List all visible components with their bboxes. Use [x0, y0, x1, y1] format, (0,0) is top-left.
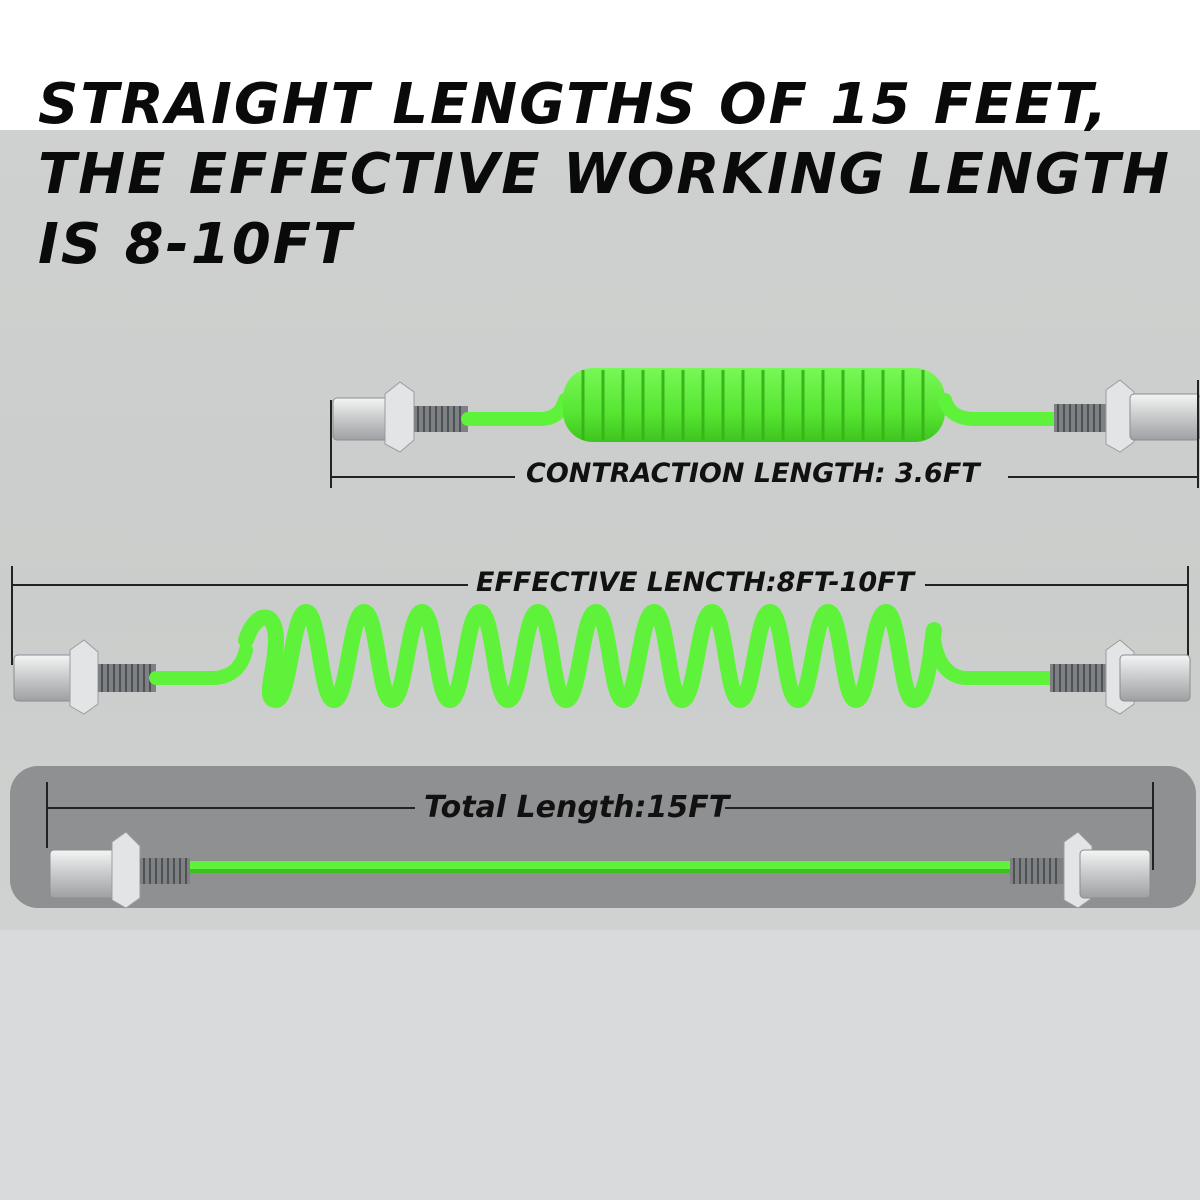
effective-length-label: EFFECTIVE LENCTH:8FT-10FT: [476, 567, 914, 598]
plug-left-icon: [49, 831, 190, 909]
plug-right-icon: [1054, 379, 1200, 453]
total-length-label: Total Length:15FT: [424, 790, 730, 825]
headline-line-3: IS 8-10FT: [38, 212, 354, 277]
plug-right-icon: [1050, 639, 1191, 715]
total-length-panel: [10, 766, 1196, 908]
top-background: [0, 0, 1200, 130]
contraction-dimension-line: [330, 380, 1199, 488]
contracted-cable: [332, 368, 1200, 453]
headline: STRAIGHT LENGTHS OF 15 FEET, THE EFFECTI…: [38, 70, 1188, 280]
straight-cable: [49, 831, 1151, 909]
headline-line-2: THE EFFECTIVE WORKING LENGTH: [38, 142, 1171, 207]
plug-right-icon: [1010, 831, 1151, 909]
headline-line-1: STRAIGHT LENGTHS OF 15 FEET,: [38, 72, 1110, 137]
bottom-background: [0, 930, 1200, 1200]
plug-left-icon: [13, 639, 156, 715]
extended-cable: [13, 604, 1191, 715]
total-dimension-line: [46, 782, 1154, 870]
contraction-length-label: CONTRACTION LENGTH: 3.6FT: [526, 458, 980, 489]
effective-dimension-line: [11, 566, 1189, 665]
plug-left-icon: [332, 381, 468, 453]
